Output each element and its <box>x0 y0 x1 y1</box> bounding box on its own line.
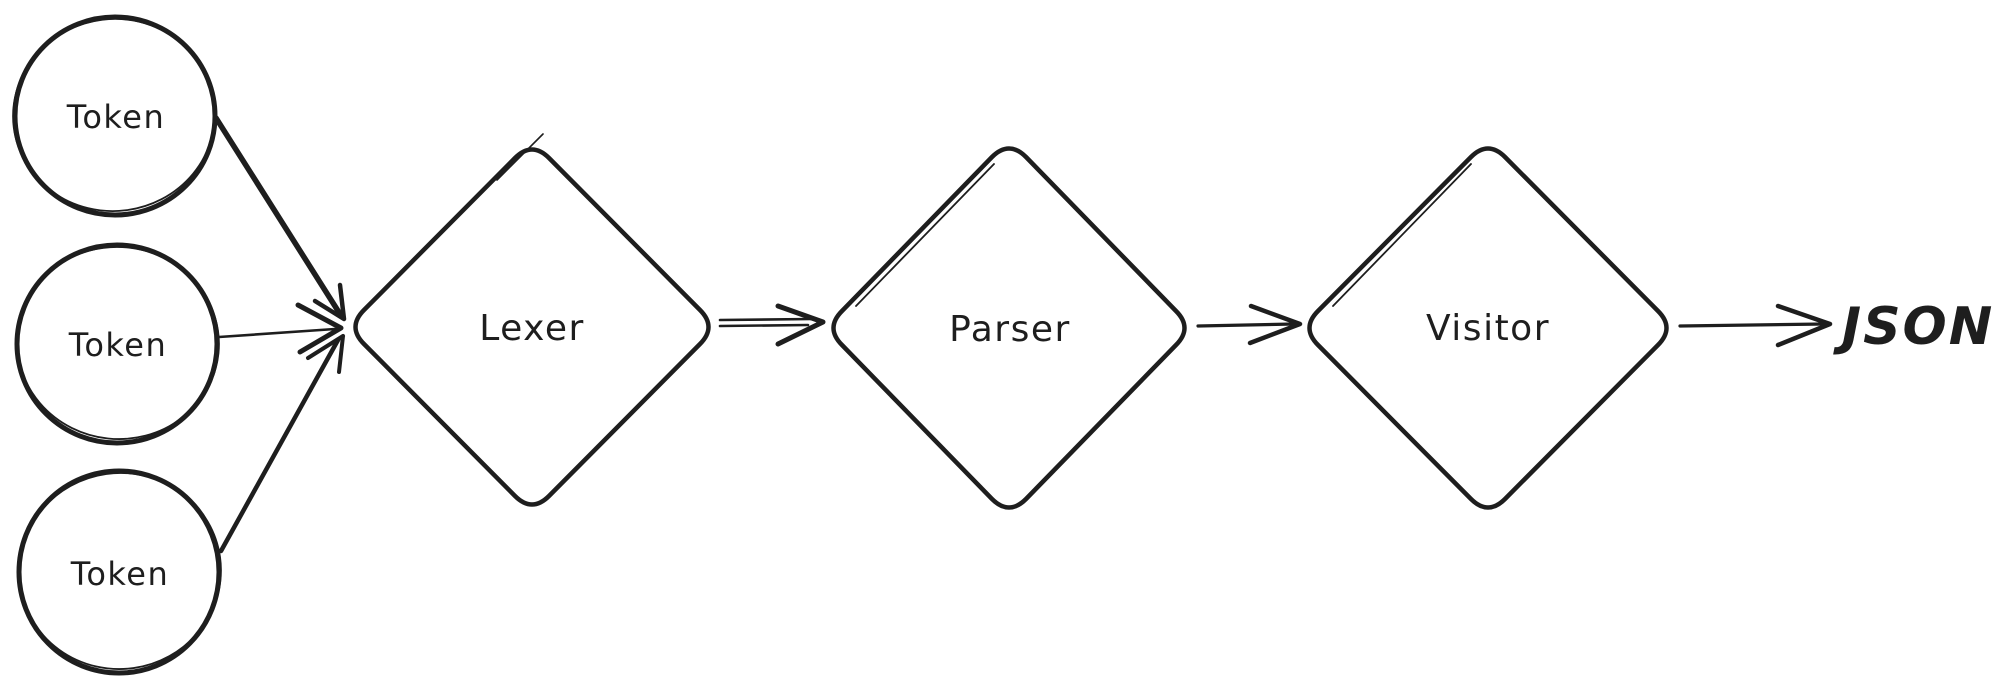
visitor-diamond-sketch-stroke <box>1332 163 1472 307</box>
edge-token1-line <box>213 115 343 317</box>
edge-token3-to-lexer <box>218 334 345 554</box>
edge-visitor-to-json <box>1678 303 1833 348</box>
lexer-label: Lexer <box>479 308 585 349</box>
edge-token2-to-lexer <box>217 302 344 355</box>
edge-parser-to-visitor <box>1196 303 1303 346</box>
lexer-diamond <box>353 147 711 507</box>
lexer-diamond-sketch-stroke <box>496 133 544 181</box>
token-2-circle-sketch-stroke <box>16 246 220 440</box>
edge-parser-visitor-arrowhead-icon <box>1247 303 1303 346</box>
edge-token1-arrowhead-icon <box>312 282 347 322</box>
edge-lexer-to-parser <box>718 303 826 347</box>
token-3-circle-sketch-stroke <box>18 472 222 670</box>
node-visitor: Visitor <box>1307 146 1669 510</box>
parser-diamond <box>831 146 1187 510</box>
token-2-label: Token <box>68 326 168 364</box>
token-1-circle-sketch-stroke <box>12 18 216 212</box>
node-parser: Parser <box>831 146 1187 510</box>
visitor-diamond <box>1307 146 1669 510</box>
edge-token2-arrowhead-icon <box>295 302 344 355</box>
token-3-label: Token <box>70 555 170 593</box>
node-token-3: Token <box>16 468 222 676</box>
edge-visitor-json-line <box>1678 322 1826 328</box>
parser-label: Parser <box>949 309 1071 350</box>
node-lexer: Lexer <box>353 133 711 507</box>
edge-visitor-json-arrowhead-icon <box>1775 303 1833 348</box>
node-token-2: Token <box>14 242 220 446</box>
edge-parser-visitor-line <box>1196 322 1296 328</box>
edge-token3-arrowhead-icon <box>306 334 345 374</box>
edge-token3-line <box>218 337 341 554</box>
edge-lexer-parser-arrowhead-icon <box>775 303 826 347</box>
node-token-1: Token <box>12 14 218 218</box>
edge-lexer-parser-line <box>718 317 814 328</box>
edge-token2-line <box>217 327 337 339</box>
visitor-label: Visitor <box>1426 308 1550 349</box>
edge-token1-to-lexer <box>213 115 347 322</box>
json-output-label: JSON <box>1833 297 1995 357</box>
parser-diamond-sketch-stroke <box>855 163 995 307</box>
token-1-label: Token <box>66 98 166 136</box>
